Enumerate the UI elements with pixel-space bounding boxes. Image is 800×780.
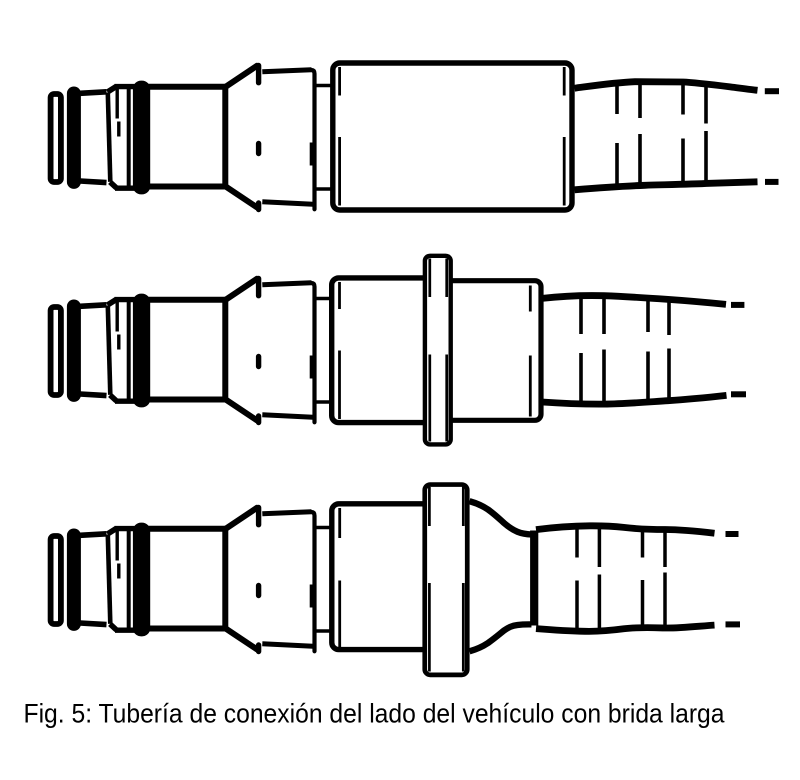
svg-text:Fig. 5: Tubería de conexión de: Fig. 5: Tubería de conexión del lado del… (24, 699, 725, 729)
